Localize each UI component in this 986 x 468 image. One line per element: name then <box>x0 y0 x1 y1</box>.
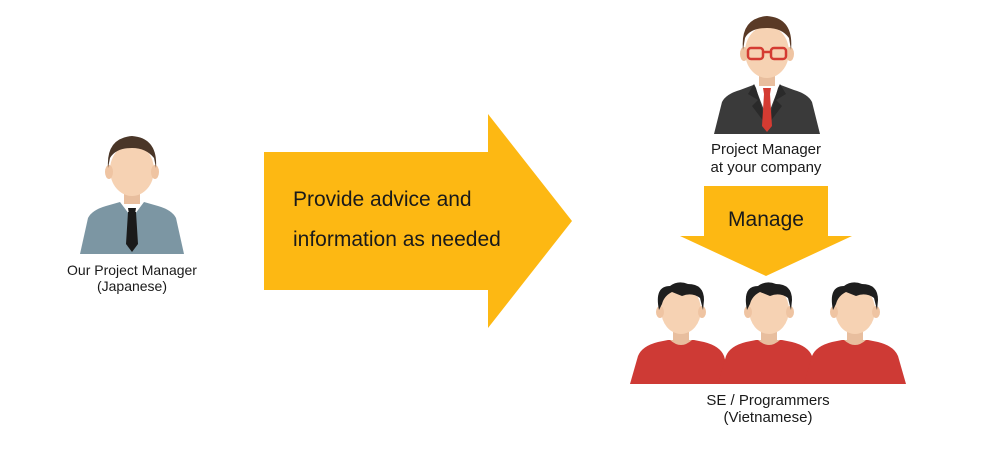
main-arrow-text: Provide advice and information as needed <box>293 180 501 260</box>
programmers-group-icon <box>630 282 906 384</box>
developer-icon <box>630 282 732 384</box>
company-pm-caption-line1: Project Manager <box>710 141 822 158</box>
manage-arrow-icon <box>680 186 852 276</box>
our-pm-person-icon <box>80 136 184 254</box>
company-pm-person-icon <box>714 16 820 134</box>
programmers-caption-line1: SE / Programmers <box>706 392 830 409</box>
programmers-caption-line2: (Vietnamese) <box>723 409 813 426</box>
main-arrow-line1: Provide advice and <box>293 188 472 211</box>
our-pm-caption: Our Project Manager (Japanese) <box>36 262 228 294</box>
company-pm-caption: Project Manager at your company <box>676 141 856 177</box>
manage-arrow-label: Manage <box>728 208 804 231</box>
our-pm-caption-line1: Our Project Manager <box>67 262 197 278</box>
company-pm-caption-line2: at your company <box>710 159 822 176</box>
main-arrow-line2: information as needed <box>293 228 501 251</box>
programmers-caption: SE / Programmers (Vietnamese) <box>668 392 868 426</box>
our-pm-caption-line2: (Japanese) <box>96 278 168 294</box>
developer-icon <box>804 282 906 384</box>
developer-icon <box>718 282 820 384</box>
main-arrow-icon <box>264 114 572 328</box>
